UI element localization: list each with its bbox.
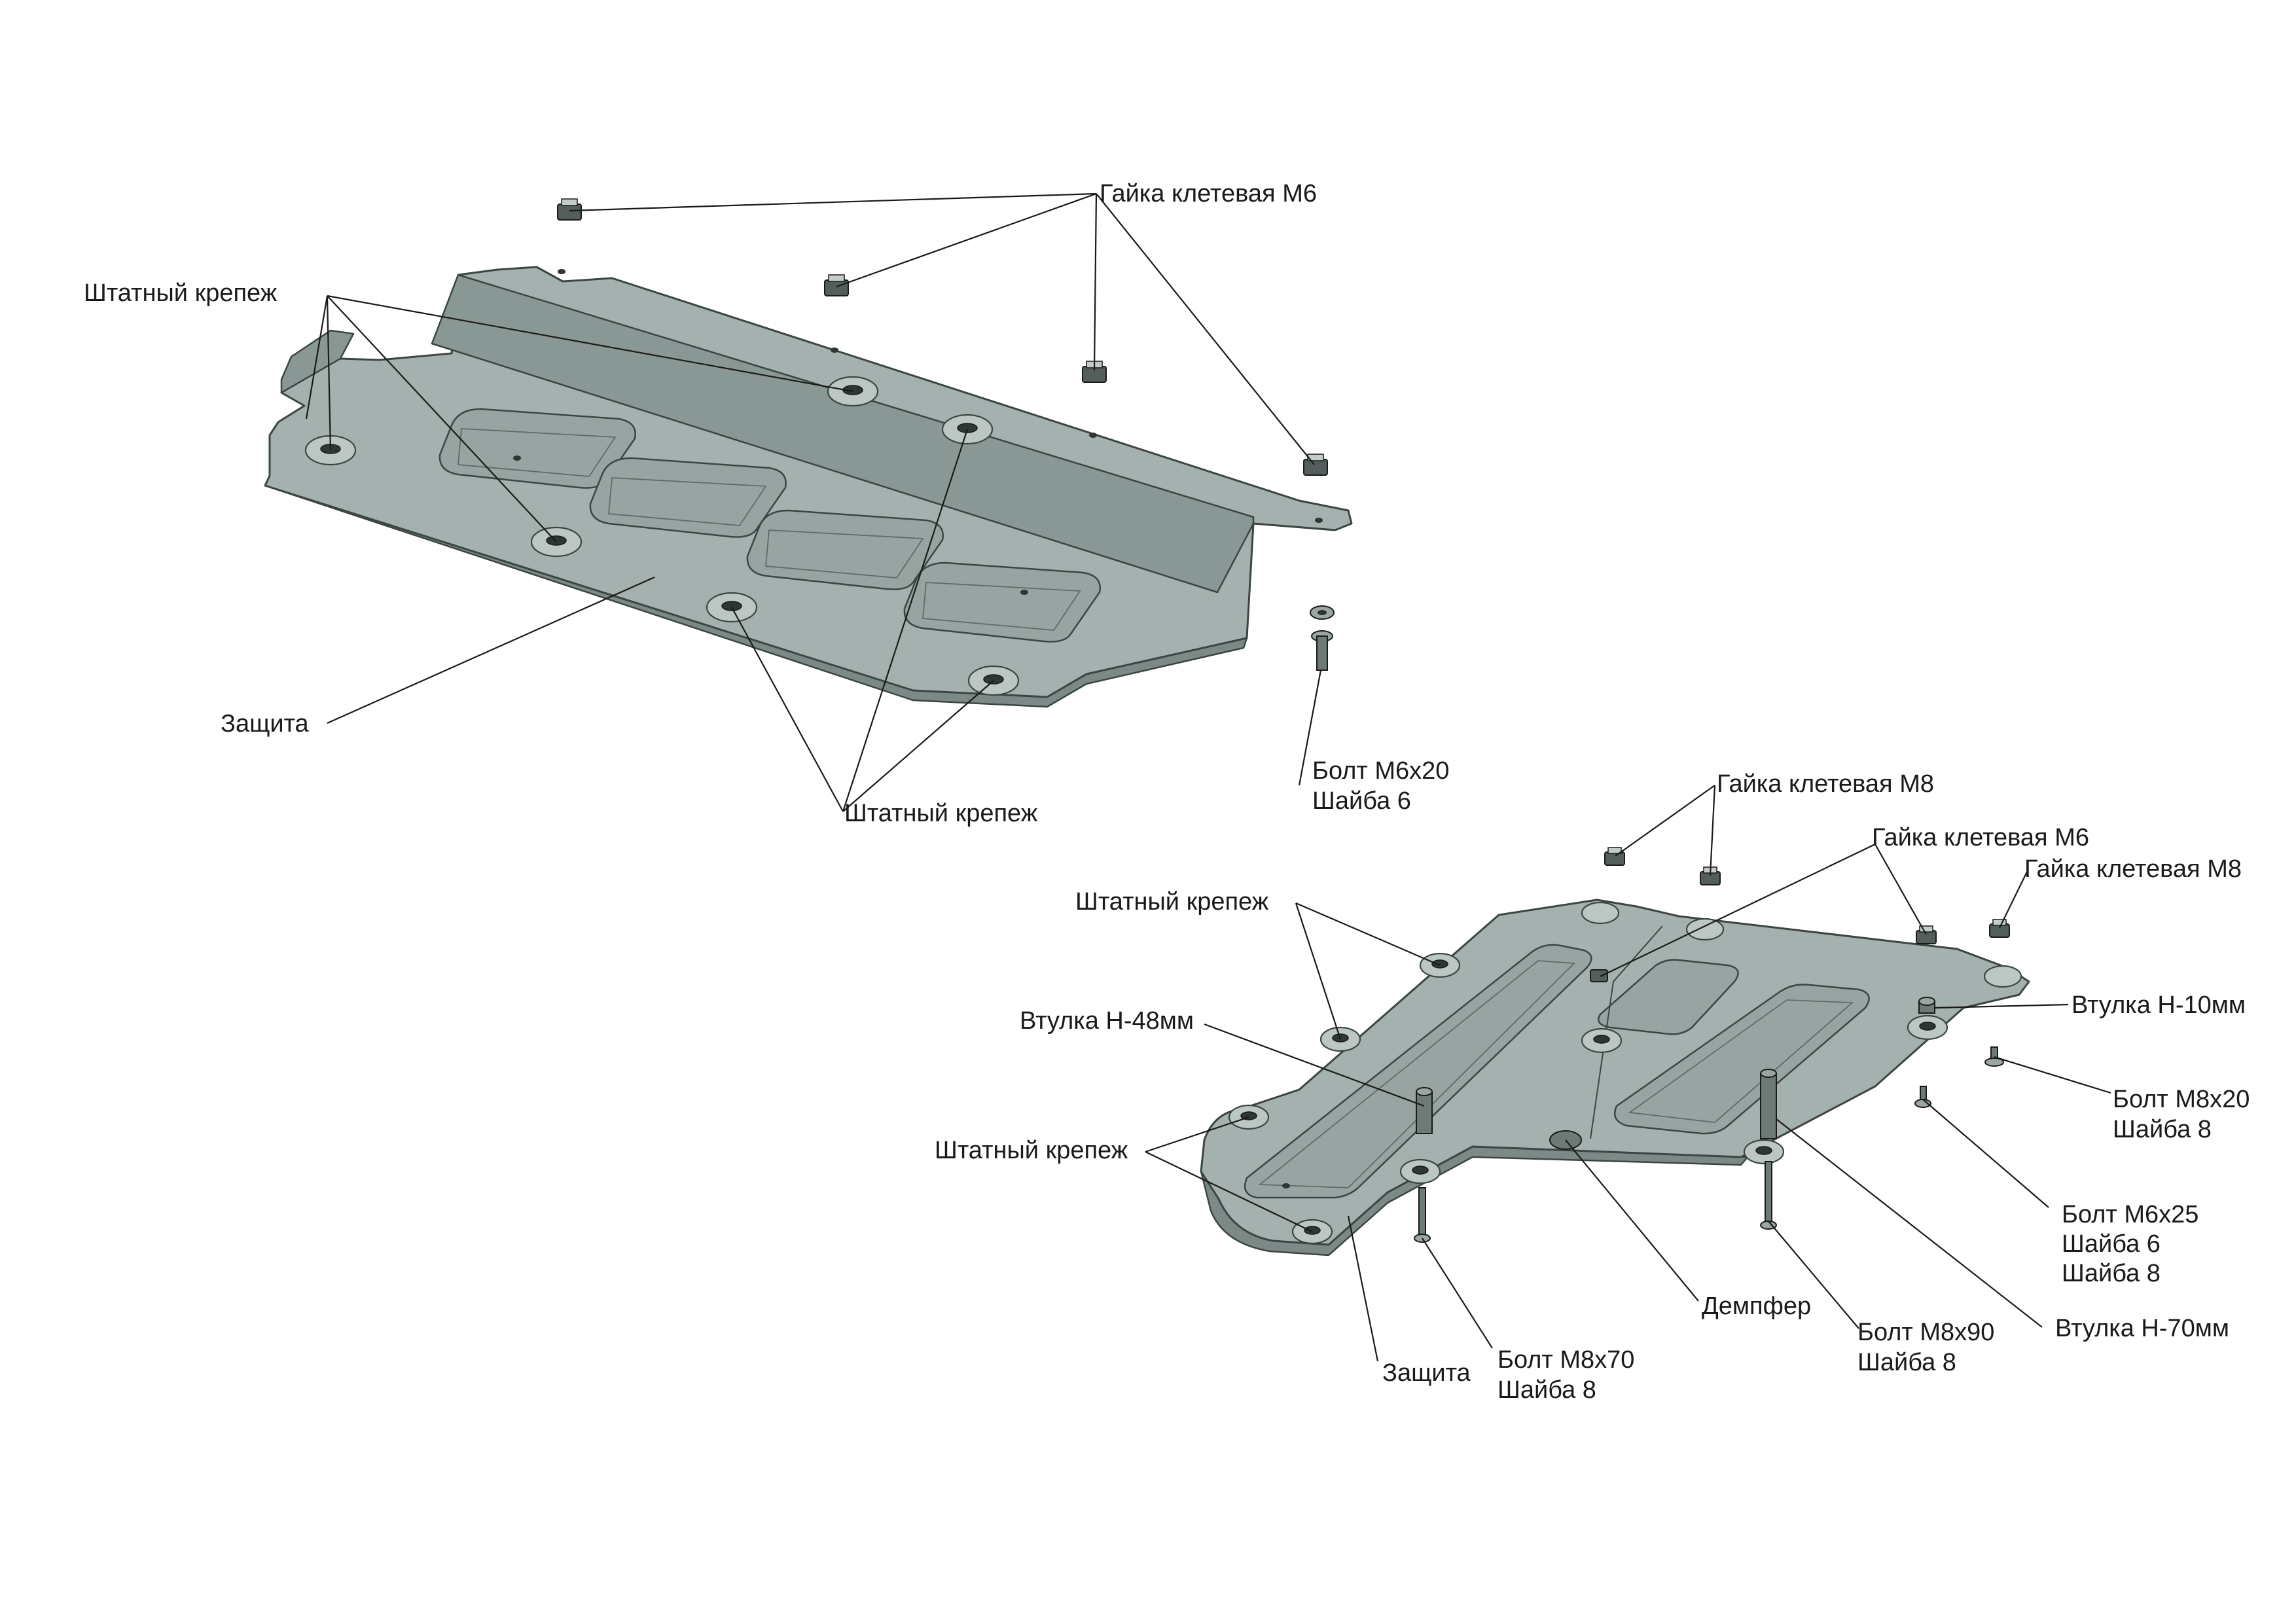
bushing-10-icon bbox=[1918, 997, 1935, 1014]
label-upper-fastener-left: Штатный крепеж bbox=[84, 279, 278, 307]
label-lower-bolt-m8x20-2: Шайба 8 bbox=[2113, 1116, 2212, 1143]
upper-bolt-m6x20 bbox=[1310, 605, 1335, 671]
lower-cage-nuts bbox=[1590, 847, 2010, 982]
lower-recess-small bbox=[1597, 959, 1739, 1035]
label-lower-bolt-m6x25-2: Шайба 6 bbox=[2062, 1230, 2161, 1258]
bolt-m8x70-icon bbox=[1414, 1187, 1431, 1243]
bushing-70-icon bbox=[1760, 1069, 1777, 1139]
label-upper-protection: Защита bbox=[221, 710, 310, 738]
lower-mount-11 bbox=[1983, 965, 2022, 988]
upper-recesses bbox=[439, 408, 1101, 643]
upper-recess-4 bbox=[903, 562, 1101, 643]
cage-nut-icon bbox=[1590, 969, 1608, 982]
lower-protection-plate bbox=[1200, 899, 2030, 1257]
label-lower-nut-m8-right: Гайка клетевая М8 bbox=[2024, 855, 2242, 883]
label-upper-bolt-1: Болт М6х20 bbox=[1312, 757, 1449, 785]
upper-leader-lines bbox=[305, 192, 1322, 812]
label-lower-damper: Демпфер bbox=[1702, 1293, 1811, 1320]
upper-small-holes bbox=[513, 269, 1323, 595]
label-upper-fastener-bottom: Штатный крепеж bbox=[844, 800, 1038, 827]
lower-leader-lines bbox=[1145, 785, 2111, 1362]
label-lower-fastener-top: Штатный крепеж bbox=[1075, 888, 1269, 916]
cage-nut-icon bbox=[557, 198, 582, 221]
lower-bolts bbox=[1414, 1046, 2004, 1243]
cage-nut-icon bbox=[824, 274, 849, 296]
label-lower-bolt-m8x20-1: Болт М8х20 bbox=[2113, 1086, 2250, 1113]
upper-plate-surface bbox=[264, 266, 1353, 698]
label-lower-bolt-m8x90-2: Шайба 8 bbox=[1857, 1349, 1956, 1376]
bolt-icon bbox=[1316, 635, 1328, 671]
label-lower-bolt-m8x90-1: Болт М8х90 bbox=[1857, 1319, 1994, 1346]
cage-nut-icon bbox=[1989, 919, 2010, 938]
label-lower-bush-10: Втулка Н-10мм bbox=[2072, 991, 2246, 1019]
label-lower-bolt-m8x70-1: Болт М8х70 bbox=[1498, 1346, 1634, 1374]
lower-recess-right bbox=[1613, 984, 1870, 1135]
label-lower-bush-70: Втулка Н-70мм bbox=[2055, 1315, 2229, 1342]
label-lower-bush-48: Втулка Н-48мм bbox=[1020, 1007, 1194, 1035]
lower-bushings bbox=[1416, 997, 1935, 1139]
bolt-m8x90-icon bbox=[1760, 1161, 1777, 1230]
upper-recess-3 bbox=[746, 509, 944, 590]
label-lower-bolt-m6x25-1: Болт М6х25 bbox=[2062, 1201, 2198, 1228]
label-lower-bolt-m8x70-2: Шайба 8 bbox=[1498, 1376, 1596, 1404]
upper-protection-plate bbox=[264, 266, 1353, 708]
lower-recess-long bbox=[1244, 944, 1592, 1199]
label-lower-fastener-left: Штатный крепеж bbox=[935, 1137, 1128, 1164]
label-upper-nut-m6: Гайка клетевая М6 bbox=[1100, 180, 1317, 207]
cage-nut-icon bbox=[1303, 454, 1328, 476]
cage-nut-icon bbox=[1604, 847, 1625, 866]
label-lower-nut-m8-top: Гайка клетевая М8 bbox=[1717, 770, 1934, 798]
label-lower-nut-m6: Гайка клетевая М6 bbox=[1872, 824, 2089, 851]
label-upper-bolt-2: Шайба 6 bbox=[1312, 787, 1411, 815]
labels: Гайка клетевая М6 Штатный крепеж Защита … bbox=[84, 180, 2250, 1404]
upper-plate-left-flap bbox=[280, 329, 355, 394]
bolt-m8x20-icon bbox=[1984, 1046, 2004, 1067]
upper-recess-2 bbox=[589, 457, 787, 538]
cage-nut-icon bbox=[1916, 925, 1937, 944]
label-lower-protection: Защита bbox=[1382, 1359, 1471, 1387]
lower-mount-9 bbox=[1685, 918, 1725, 941]
lower-mount-10 bbox=[1581, 901, 1620, 925]
bushing-48-icon bbox=[1416, 1087, 1433, 1134]
label-lower-bolt-m6x25-3: Шайба 8 bbox=[2062, 1260, 2161, 1287]
